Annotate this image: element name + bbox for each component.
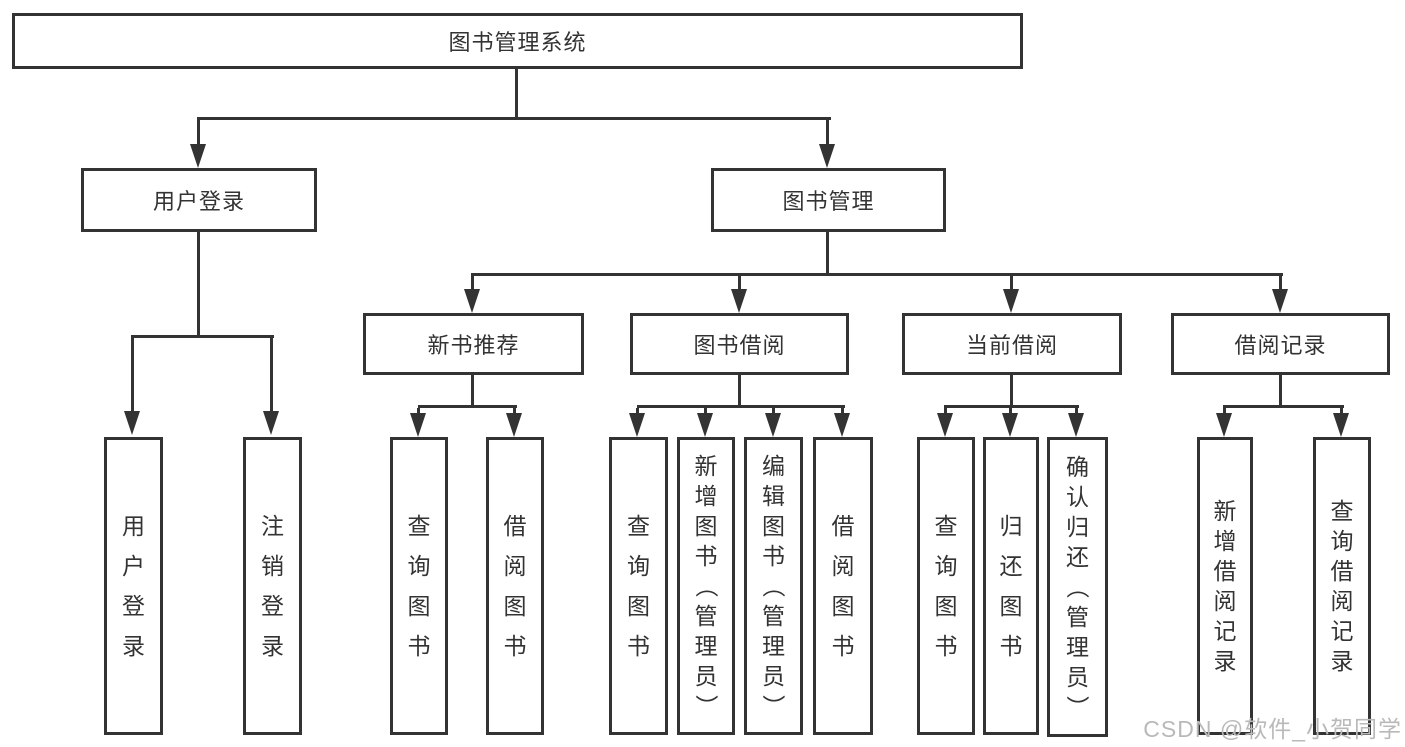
arrow-to-book-borrow <box>731 276 748 313</box>
node-borrow-records: 借阅记录 <box>1171 313 1390 375</box>
leaf-user-login: 用户登录 <box>104 437 163 735</box>
connector-root-drop <box>515 68 518 120</box>
leaf-current-query-books: 查询图书 <box>917 437 975 735</box>
connector-records-split <box>1223 405 1344 408</box>
leaf-borrow-query-books: 查询图书 <box>609 437 668 735</box>
connector-root-split <box>197 117 831 120</box>
node-library-system: 图书管理系统 <box>12 13 1023 69</box>
leaf-confirm-return-admin-label: 确认归还（管理员） <box>1064 454 1091 719</box>
node-book-management-label: 图书管理 <box>782 189 875 214</box>
connector-current-drop <box>1010 375 1013 408</box>
leaf-add-borrow-record-label: 新增借阅记录 <box>1213 498 1237 674</box>
leaf-add-borrow-record: 新增借阅记录 <box>1197 437 1253 735</box>
arrow-to-borrow-records <box>1272 276 1289 313</box>
leaf-recommend-query-books: 查询图书 <box>390 437 448 735</box>
node-book-borrow-label: 图书借阅 <box>693 333 786 358</box>
arrow-to-book-management <box>819 120 836 168</box>
leaf-add-books-admin-label: 新增图书（管理员） <box>693 453 719 718</box>
leaf-confirm-return-admin: 确认归还（管理员） <box>1047 437 1108 737</box>
node-borrow-records-label: 借阅记录 <box>1234 333 1327 358</box>
node-book-management: 图书管理 <box>711 168 946 232</box>
arrow-current-leaf-3 <box>1068 408 1085 437</box>
leaf-user-login-label: 用户登录 <box>122 513 145 659</box>
arrow-to-leaf-user-login <box>124 338 141 435</box>
arrow-to-leaf-logout <box>263 338 280 435</box>
leaf-edit-books-admin-label: 编辑图书（管理员） <box>760 453 787 718</box>
node-current-borrow-label: 当前借阅 <box>965 333 1058 358</box>
leaf-edit-books-admin: 编辑图书（管理员） <box>744 437 803 735</box>
leaf-logout: 注销登录 <box>243 437 302 735</box>
connector-records-drop <box>1279 375 1282 408</box>
leaf-return-books-label: 归还图书 <box>999 513 1023 659</box>
node-library-system-label: 图书管理系统 <box>448 30 587 55</box>
connector-book-mgmt-drop <box>826 232 829 276</box>
arrow-to-user-login <box>190 120 207 168</box>
node-book-borrow: 图书借阅 <box>630 313 849 375</box>
arrow-records-leaf-1 <box>1216 408 1233 437</box>
leaf-borrow-query-books-label: 查询图书 <box>627 513 650 659</box>
leaf-query-borrow-record-label: 查询借阅记录 <box>1330 498 1354 674</box>
arrow-current-leaf-1 <box>937 408 954 437</box>
leaf-recommend-query-books-label: 查询图书 <box>407 513 431 659</box>
leaf-query-borrow-record: 查询借阅记录 <box>1313 437 1371 735</box>
arrow-recommend-leaf-1 <box>410 408 427 437</box>
arrow-borrow-leaf-4 <box>834 408 851 437</box>
arrow-borrow-leaf-2 <box>697 408 714 437</box>
connector-borrow-drop <box>738 375 741 408</box>
leaf-borrow-books: 借阅图书 <box>813 437 873 735</box>
leaf-recommend-borrow-books: 借阅图书 <box>486 437 544 735</box>
connector-borrow-split <box>637 405 845 408</box>
node-new-book-recommend-label: 新书推荐 <box>427 333 520 358</box>
leaf-recommend-borrow-books-label: 借阅图书 <box>503 513 527 659</box>
arrow-to-current-borrow <box>1003 276 1020 313</box>
arrow-borrow-leaf-1 <box>629 408 646 437</box>
connector-current-split <box>944 405 1079 408</box>
node-user-login-label: 用户登录 <box>152 189 245 214</box>
arrow-to-new-book-recommend <box>464 276 481 313</box>
connector-recommend-split <box>418 405 517 408</box>
node-user-login: 用户登录 <box>81 168 317 232</box>
arrow-records-leaf-2 <box>1333 408 1350 437</box>
node-current-borrow: 当前借阅 <box>902 313 1122 375</box>
connector-user-login-drop <box>197 231 200 338</box>
leaf-current-query-books-label: 查询图书 <box>934 513 958 659</box>
leaf-logout-label: 注销登录 <box>261 513 284 659</box>
leaf-add-books-admin: 新增图书（管理员） <box>677 437 735 735</box>
leaf-borrow-books-label: 借阅图书 <box>831 513 855 659</box>
connector-user-login-split <box>131 335 274 338</box>
arrow-current-leaf-2 <box>1002 408 1019 437</box>
node-new-book-recommend: 新书推荐 <box>363 313 584 375</box>
watermark: CSDN @软件_小贺同学 <box>1143 716 1402 742</box>
arrow-recommend-leaf-2 <box>506 408 523 437</box>
connector-book-mgmt-split <box>471 273 1283 276</box>
arrow-borrow-leaf-3 <box>765 408 782 437</box>
connector-recommend-drop <box>471 375 474 408</box>
leaf-return-books: 归还图书 <box>983 437 1039 735</box>
